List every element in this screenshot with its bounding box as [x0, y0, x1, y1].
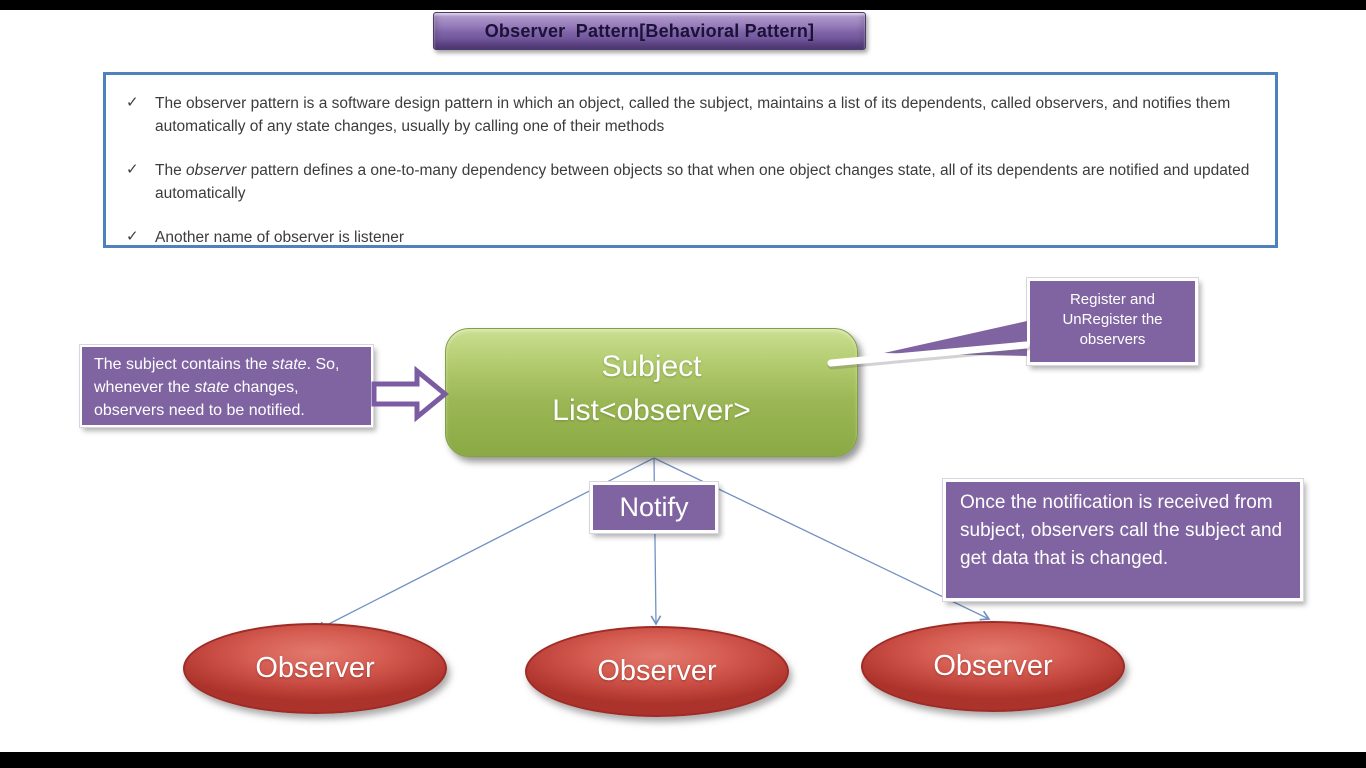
state-italic-1: state	[271, 356, 307, 373]
notify-node: Notify	[590, 482, 718, 533]
checkmark-icon: ✓	[126, 161, 139, 178]
letterbox-bottom	[0, 752, 1366, 768]
checkmark-icon: ✓	[126, 94, 139, 111]
bullet-1-text: The observer pattern is a software desig…	[155, 95, 1231, 135]
notification-callout-text: Once the notification is received from s…	[960, 492, 1283, 569]
bullet-2: ✓ The observer pattern defines a one-to-…	[126, 159, 1253, 205]
bullet-3-text: Another name of observer is listener	[155, 229, 404, 246]
register-callout: Register and UnRegister the observers	[1027, 278, 1198, 365]
description-box: ✓ The observer pattern is a software des…	[103, 72, 1278, 248]
subject-node: Subject List<observer>	[445, 328, 858, 457]
state-callout-text: changes, observers need to be notified.	[94, 379, 305, 419]
notify-label: Notify	[619, 492, 689, 522]
observer-3-label: Observer	[933, 650, 1053, 682]
register-callout-text: Register and UnRegister the observers	[1062, 291, 1163, 348]
bullet-2-post: pattern defines a one-to-many dependency…	[155, 162, 1250, 202]
observer-node-2: Observer	[525, 626, 789, 717]
bullet-2-pre: The	[155, 162, 187, 179]
title-banner: Observer Pattern[Behavioral Pattern]	[433, 12, 866, 50]
state-callout: The subject contains the state. So, when…	[80, 345, 373, 427]
bullet-1: ✓ The observer pattern is a software des…	[126, 92, 1253, 138]
bullet-2-text: The observer pattern defines a one-to-ma…	[155, 159, 1253, 205]
subject-title: Subject	[601, 350, 702, 383]
page-title: Observer Pattern[Behavioral Pattern]	[484, 20, 815, 41]
bullet-2-italic: observer	[186, 162, 247, 179]
leader-line	[827, 341, 1030, 367]
state-callout-text: The subject contains the	[94, 356, 272, 373]
observer-node-1: Observer	[183, 623, 447, 714]
subject-list-label: List<observer>	[552, 394, 751, 427]
state-italic-2: state	[194, 379, 230, 396]
state-callout-text: . So, whenever the	[94, 356, 340, 396]
bullet-3: ✓ Another name of observer is listener	[126, 226, 1253, 249]
observer-1-label: Observer	[255, 652, 375, 684]
block-arrow-icon	[371, 365, 449, 423]
letterbox-top	[0, 0, 1366, 10]
observer-2-label: Observer	[597, 655, 717, 687]
checkmark-icon: ✓	[126, 228, 139, 245]
observer-node-3: Observer	[861, 621, 1125, 712]
notification-callout: Once the notification is received from s…	[943, 479, 1303, 601]
